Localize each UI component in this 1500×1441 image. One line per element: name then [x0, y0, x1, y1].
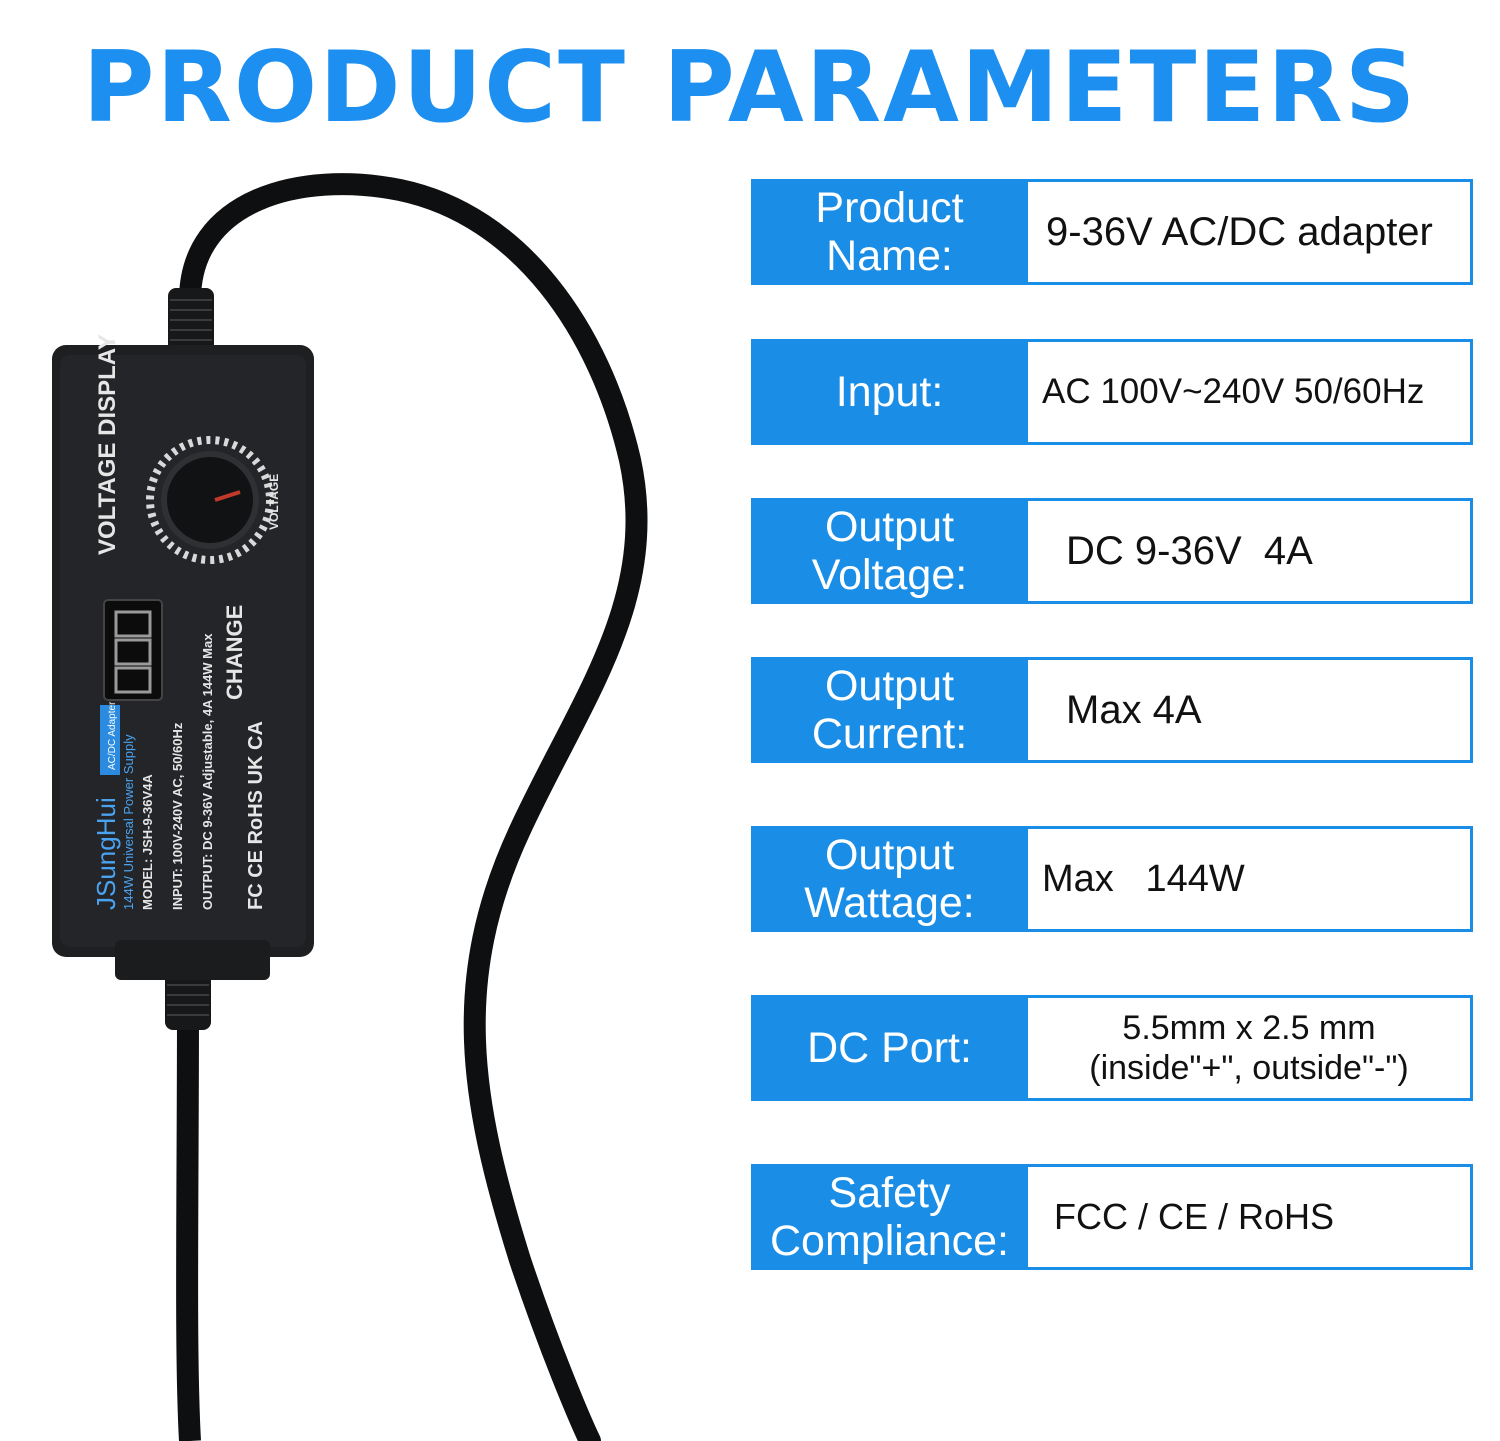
label-input: INPUT: 100V-240V AC, 50/60Hz	[170, 722, 185, 910]
value-output-voltage: DC 9-36V 4A	[1028, 498, 1473, 604]
svg-text:AC/DC Adapter: AC/DC Adapter	[107, 701, 118, 770]
voltage-knob-ring	[146, 436, 274, 564]
badge	[100, 705, 120, 775]
label-subtitle: 144W Universal Power Supply	[121, 734, 136, 910]
label-marks: FC CE RoHS UK CA	[245, 721, 267, 910]
label-model: MODEL: JSH-9-36V4A	[140, 774, 155, 910]
value-output-wattage: Max 144W	[1028, 826, 1473, 932]
page-title: PRODUCT PARAMETERS	[82, 31, 1418, 145]
voltage-display	[103, 599, 163, 701]
adapter-photo: VOLTAGE DISPLAY VOLTAGE CHANGE JSungHui …	[52, 173, 648, 1441]
label-output: OUTPUT: DC 9-36V Adjustable, 4A 144W Max	[200, 633, 215, 910]
label-voltage-knob: VOLTAGE	[267, 474, 281, 530]
label-input: Input:	[751, 339, 1028, 445]
voltage-knob	[161, 451, 259, 549]
label-dc-port: DC Port:	[751, 995, 1028, 1101]
row-dc-port: DC Port: 5.5mm x 2.5 mm (inside"+", outs…	[751, 995, 1473, 1101]
value-safety-compliance: FCC / CE / RoHS	[1028, 1164, 1473, 1270]
value-input: AC 100V~240V 50/60Hz	[1028, 339, 1473, 445]
cable-top	[179, 173, 648, 1441]
value-product-name: 9-36V AC/DC adapter	[1028, 179, 1473, 285]
label-change: CHANGE	[222, 605, 247, 700]
row-input: Input: AC 100V~240V 50/60Hz	[751, 339, 1473, 445]
cable-bottom	[176, 999, 201, 1441]
value-output-current: Max 4A	[1028, 657, 1473, 763]
label-voltage-display: VOLTAGE DISPLAY	[94, 334, 121, 555]
value-dc-port: 5.5mm x 2.5 mm (inside"+", outside"-")	[1028, 995, 1473, 1101]
label-brand: JSungHui	[91, 797, 121, 910]
